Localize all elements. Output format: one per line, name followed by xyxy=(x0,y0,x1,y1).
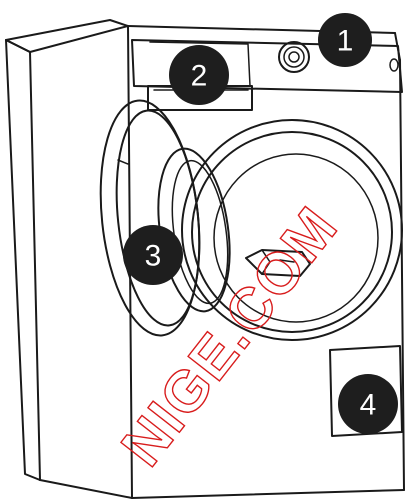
power-button xyxy=(390,59,398,71)
callout-1: 1 xyxy=(318,13,372,67)
callout-4-label: 4 xyxy=(360,389,377,422)
callout-2-label: 2 xyxy=(191,60,208,93)
callout-3: 3 xyxy=(123,225,183,285)
callout-1-label: 1 xyxy=(337,25,354,58)
callout-4: 4 xyxy=(338,374,398,434)
callout-3-label: 3 xyxy=(145,240,162,273)
program-knob xyxy=(279,42,309,72)
callout-2: 2 xyxy=(169,45,229,105)
